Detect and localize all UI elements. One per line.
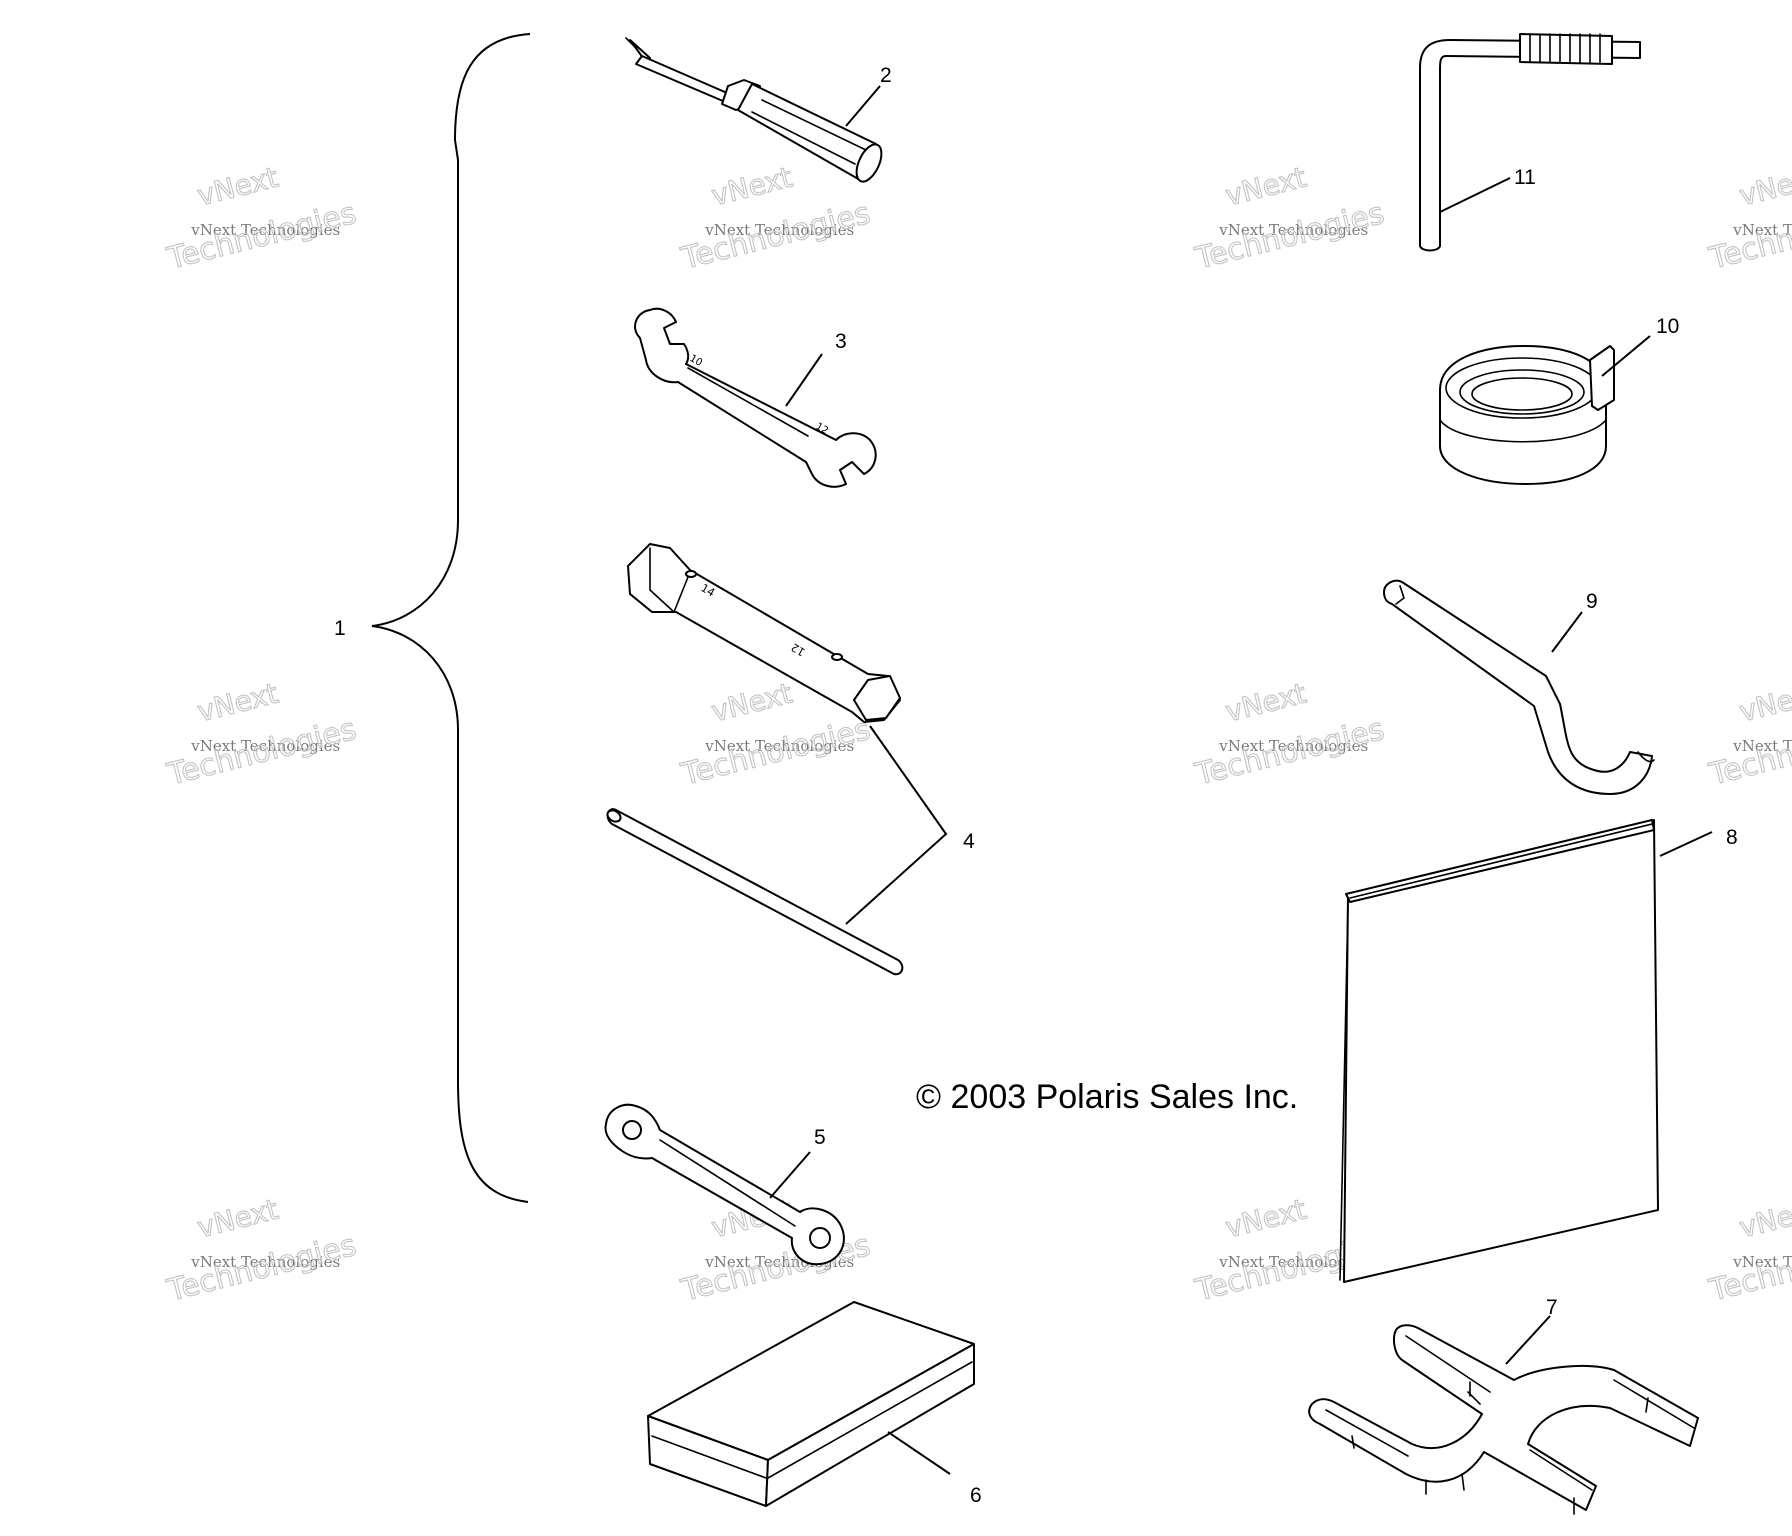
screwdriver-part [625,37,883,183]
watermark-line-2: vNext Technologies [1732,1253,1792,1271]
watermark-line-2: vNext Technologies [190,221,340,239]
tool-pouch-part [647,1301,975,1507]
watermark-line-1: vNext [1222,677,1309,729]
l-hex-key-part [1419,33,1641,252]
callout-10: 10 [1656,315,1679,338]
watermark-line-1: vNext [194,677,281,729]
ring-wrench-part [604,1103,845,1266]
watermark-line-3: Technologies [163,712,359,793]
callout-1: 1 [334,617,346,640]
watermark-line-2: vNext Technologies [190,737,340,755]
watermark-line-2: vNext Technologies [1732,221,1792,239]
watermark-line-1: vNext [1222,1193,1309,1245]
watermark-line-2: vNext Technologies [1218,1253,1368,1271]
owners-manual-part [1339,819,1659,1283]
watermark-line-1: vNext [1736,677,1792,729]
callout-6: 6 [970,1484,982,1507]
watermark-line-1: vNext [1222,161,1309,213]
watermark-line-1: vNext [708,161,795,213]
leader-7 [1505,1315,1551,1365]
leader-8 [1659,831,1713,857]
open-end-wrench-part: 10 12 [634,307,877,488]
watermark-line-2: vNext Technologies [1218,221,1368,239]
callout-3: 3 [835,330,847,353]
copyright-notice: © 2003 Polaris Sales Inc. [916,1078,1298,1116]
leader-6 [887,1431,951,1475]
watermark-line-2: vNext Technologies [704,737,854,755]
leader-11 [1439,177,1511,213]
watermark-line-2: vNext Technologies [190,1253,340,1271]
watermark-line-1: vNext [1736,1193,1792,1245]
callout-11: 11 [1514,166,1536,189]
leader-10 [1601,335,1651,377]
callout-4: 4 [963,830,975,853]
leader-4 [845,725,948,925]
leader-2 [845,85,881,127]
watermark-line-3: Technologies [163,1228,359,1309]
watermark-line-2: vNext Technologies [1218,737,1368,755]
svg-text:14: 14 [699,581,718,599]
kit-brace [371,33,531,1203]
spanner-tool-part [1308,1324,1699,1515]
callout-8: 8 [1726,826,1738,849]
watermark-line-3: Technologies [1191,196,1387,277]
watermark-line-3: Technologies [677,712,873,793]
watermark-line-3: Technologies [677,196,873,277]
watermark-line-1: vNext [194,161,281,213]
leader-3 [785,353,823,407]
callout-2: 2 [880,64,892,87]
callout-9: 9 [1586,590,1598,613]
callout-5: 5 [814,1126,826,1149]
hook-spanner-part [1383,579,1655,795]
watermark-line-3: Technologies [163,196,359,277]
leader-5 [769,1151,811,1199]
tube-wrench-part: 14 12 [627,543,901,723]
tommy-bar-part [606,808,904,976]
watermark-line-2: vNext Technologies [704,221,854,239]
tape-roll-part [1439,345,1615,485]
watermark-line-1: vNext [1736,161,1792,213]
callout-7: 7 [1546,1296,1558,1319]
watermark-line-1: vNext [194,1193,281,1245]
watermark-line-2: vNext Technologies [1732,737,1792,755]
watermark-line-3: Technologies [1191,712,1387,793]
svg-text:12: 12 [789,640,808,658]
watermark-line-1: vNext [708,677,795,729]
leader-9 [1551,611,1583,653]
